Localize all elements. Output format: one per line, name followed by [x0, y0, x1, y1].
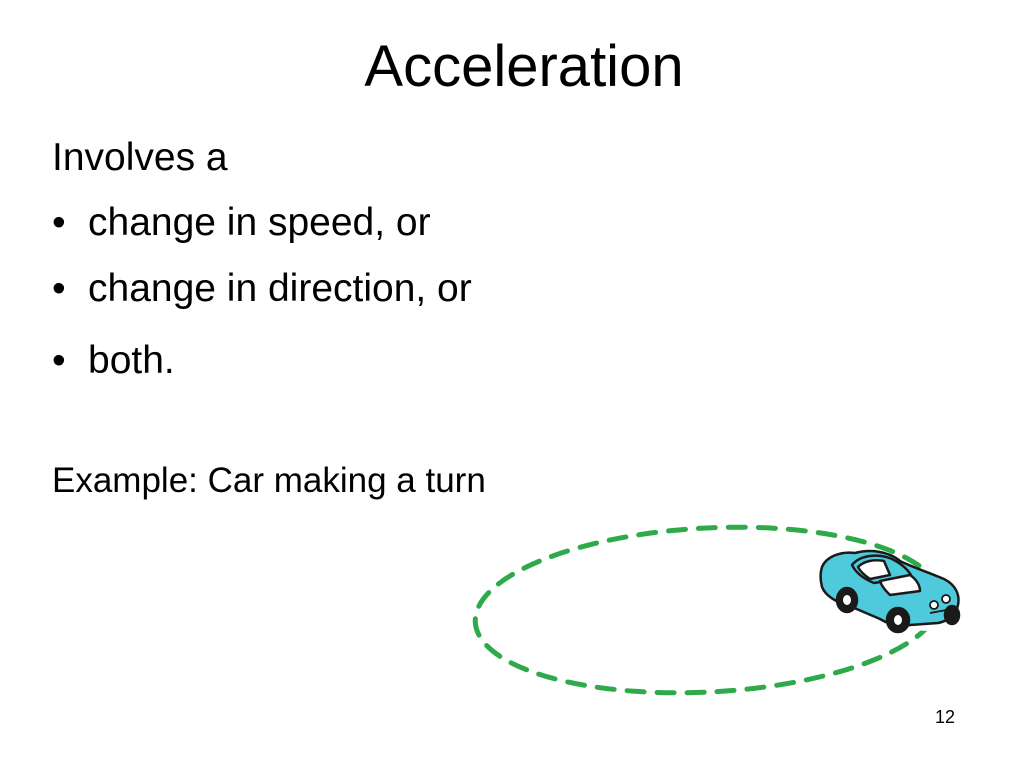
- slide-title: Acceleration: [364, 34, 684, 99]
- car-on-oval-track-icon: [472, 524, 965, 696]
- bullet-text: change in direction, or: [88, 267, 472, 310]
- bullet-list: • change in speed, or • change in direct…: [52, 198, 472, 402]
- bullet-item: • change in speed, or: [52, 198, 472, 264]
- bullet-item: • change in direction, or: [52, 264, 472, 330]
- example-text: Example: Car making a turn: [52, 461, 486, 500]
- page-number: 12: [935, 707, 956, 727]
- bullet-text: both.: [88, 339, 175, 382]
- bullet-dot: •: [52, 339, 66, 382]
- intro-text: Involves a: [52, 136, 228, 179]
- bullet-dot: •: [52, 267, 66, 310]
- car-icon: [819, 549, 961, 634]
- bullet-item: • both.: [52, 336, 472, 402]
- bullet-dot: •: [52, 201, 66, 244]
- bullet-text: change in speed, or: [88, 201, 431, 244]
